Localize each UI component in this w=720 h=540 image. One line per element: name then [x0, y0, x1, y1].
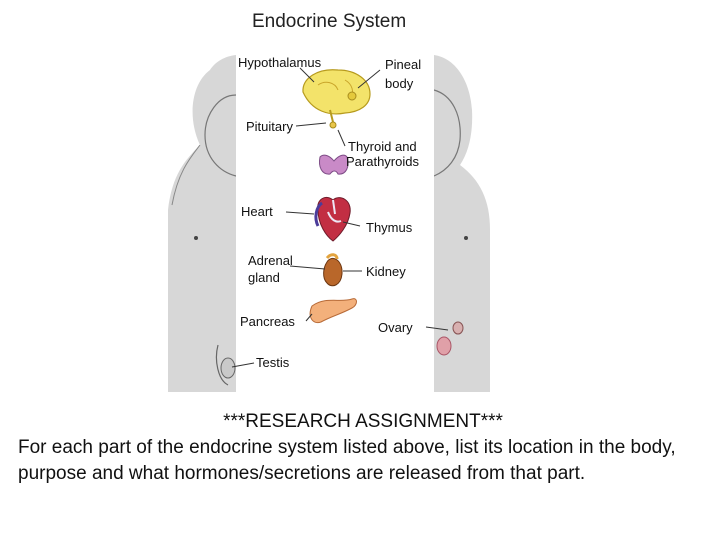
label-pituitary: Pituitary	[246, 119, 293, 134]
label-adrenal-line2: gland	[248, 270, 280, 285]
label-testis: Testis	[256, 355, 290, 370]
label-thyroid-line1: Thyroid and	[348, 139, 417, 154]
assignment-instructions: For each part of the endocrine system li…	[18, 437, 676, 484]
label-hypothalamus: Hypothalamus	[238, 55, 322, 70]
male-body-silhouette	[168, 55, 237, 392]
pancreas-illustration	[309, 298, 357, 324]
label-thymus: Thymus	[366, 220, 413, 235]
thyroid-illustration	[319, 154, 349, 175]
label-thyroid-line2: Parathyroids	[346, 154, 419, 169]
heart-illustration	[314, 196, 351, 242]
label-pineal-line2: body	[385, 76, 414, 91]
label-ovary: Ovary	[378, 320, 413, 335]
assignment-caption: ***RESEARCH ASSIGNMENT*** For each part …	[18, 409, 708, 487]
label-pancreas: Pancreas	[240, 314, 295, 329]
female-body-silhouette	[433, 55, 490, 392]
label-heart: Heart	[241, 204, 273, 219]
diagram-title: Endocrine System	[252, 11, 406, 32]
label-pineal-line1: Pineal	[385, 57, 421, 72]
endocrine-system-diagram: Endocrine System Hypothalamus Pineal	[168, 0, 490, 392]
leader-lines	[231, 67, 449, 368]
label-kidney: Kidney	[366, 264, 406, 279]
label-adrenal-line1: Adrenal	[248, 253, 293, 268]
diagram-panel	[236, 0, 434, 392]
brain-illustration	[302, 69, 371, 129]
kidney-illustration	[323, 253, 343, 287]
assignment-heading: ***RESEARCH ASSIGNMENT***	[223, 411, 503, 432]
